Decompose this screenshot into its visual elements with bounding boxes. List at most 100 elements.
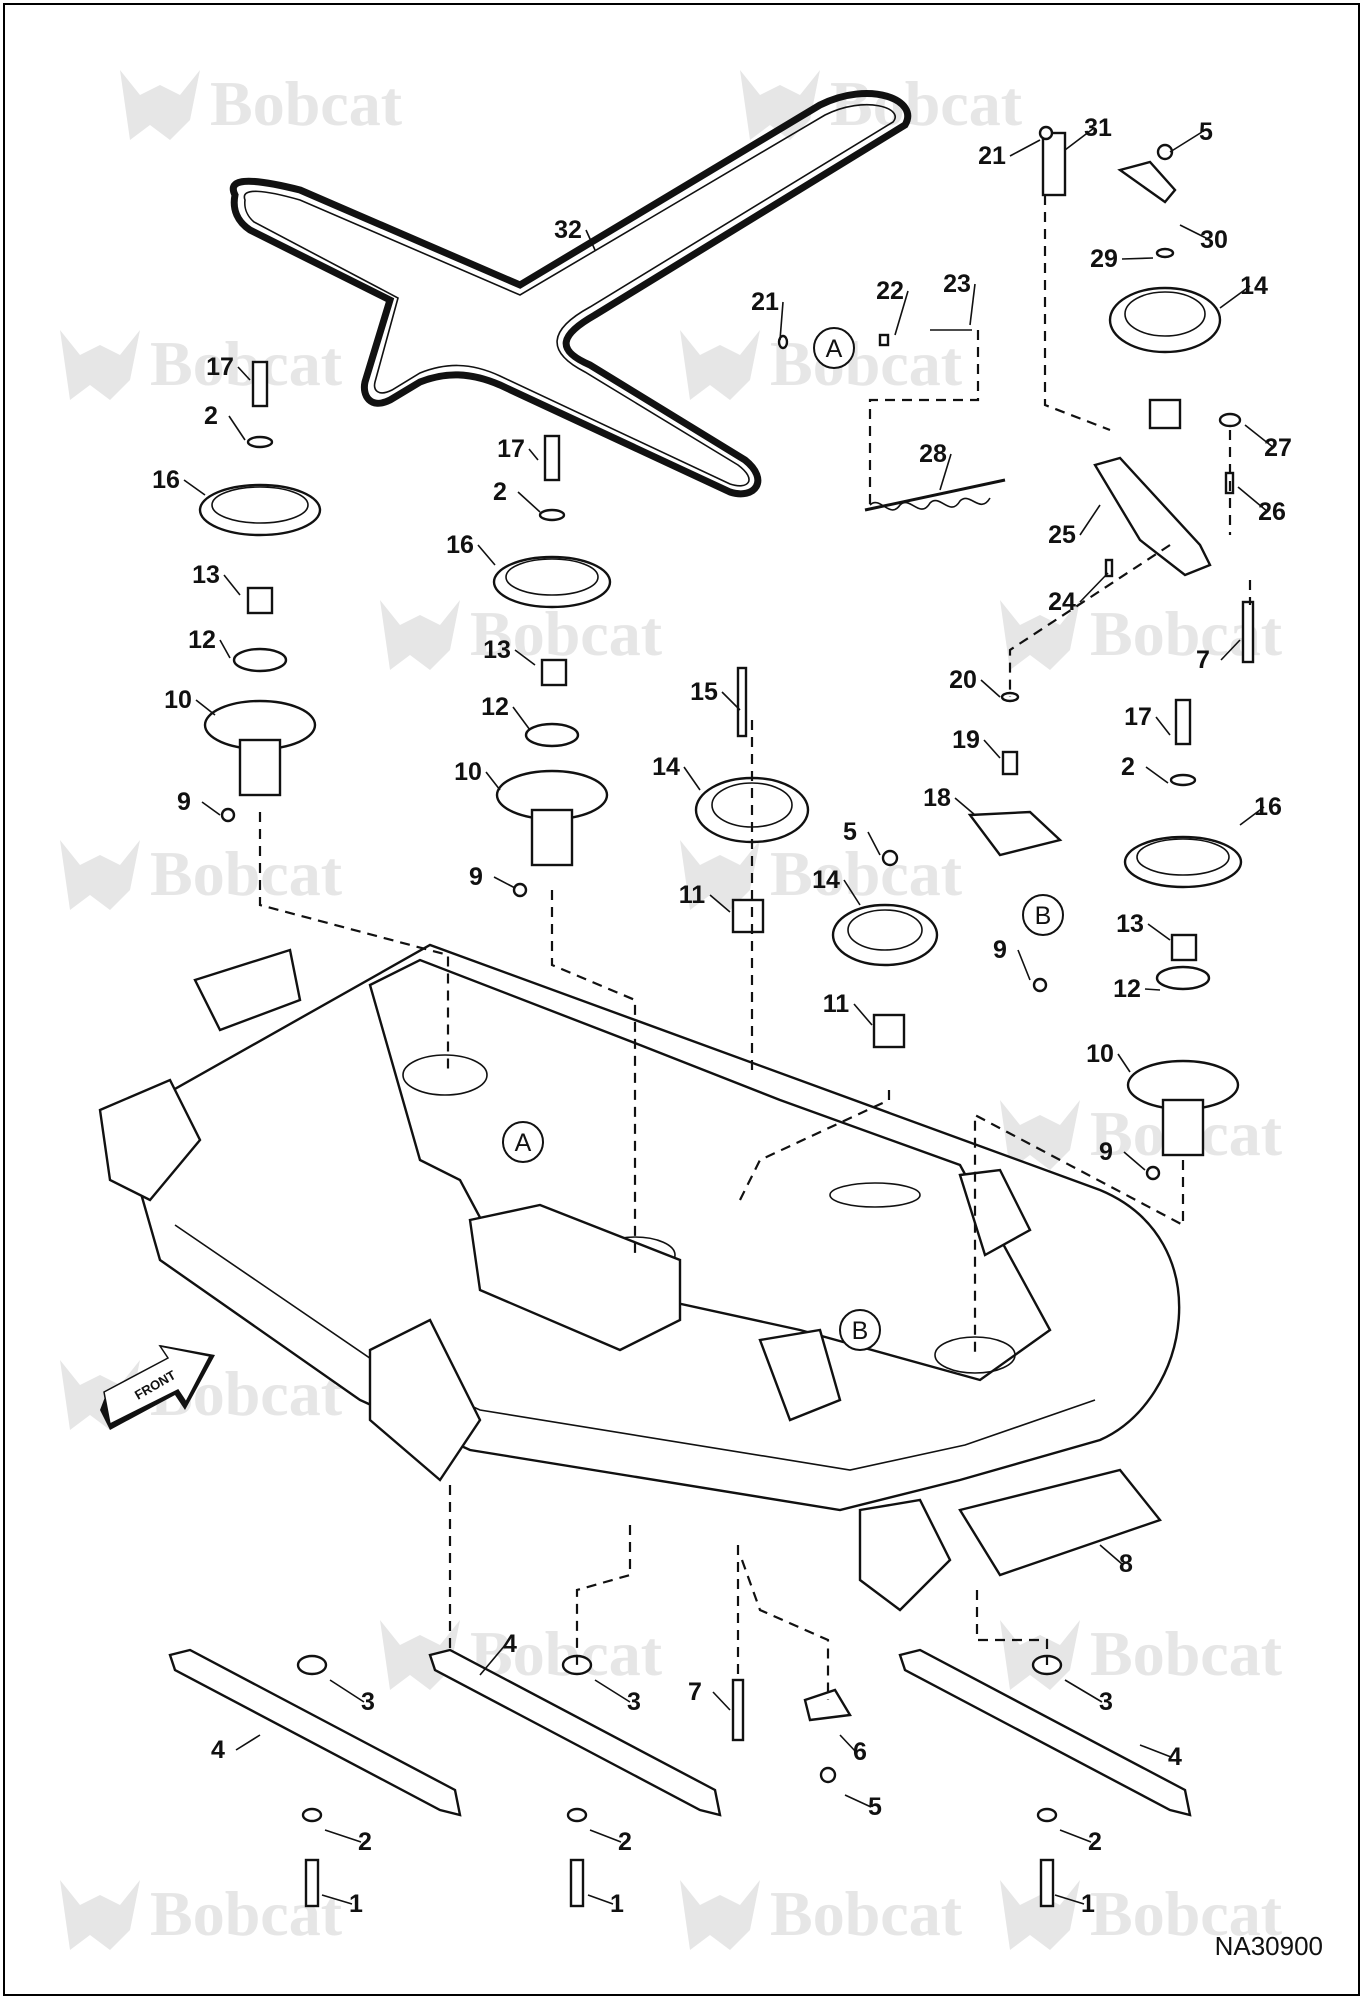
part-callout-c7b: 7 bbox=[688, 1678, 731, 1711]
callout-leader bbox=[1117, 1053, 1131, 1073]
part-number-label: 5 bbox=[1199, 118, 1213, 146]
part-number-label: 1 bbox=[1081, 1890, 1095, 1918]
brand-watermark-text: Bobcat bbox=[210, 68, 403, 139]
part-number-label: 15 bbox=[690, 678, 718, 706]
watermark-0: Bobcat bbox=[120, 68, 403, 140]
part-callout-c9c: 9 bbox=[993, 936, 1031, 981]
part-number-label: 16 bbox=[1254, 793, 1282, 821]
bobcat-logo-watermark bbox=[1000, 1620, 1080, 1690]
part-number-label: 3 bbox=[1099, 1688, 1113, 1716]
callout-leader bbox=[1239, 806, 1265, 826]
part-callout-c2d: 2 bbox=[324, 1828, 372, 1856]
part-number-label: 14 bbox=[652, 753, 680, 781]
part-number-label: 2 bbox=[358, 1828, 372, 1856]
callout-leader bbox=[237, 366, 251, 381]
callout-leader bbox=[1123, 1151, 1146, 1171]
front-direction-arrow: FRONT bbox=[100, 1344, 215, 1430]
callout-leader bbox=[587, 1894, 614, 1905]
callout-leader bbox=[589, 1829, 622, 1843]
part-callout-c8: 8 bbox=[1099, 1544, 1133, 1578]
part-callout-c16c: 16 bbox=[1239, 793, 1282, 826]
part-number-label: 10 bbox=[1086, 1040, 1114, 1068]
blades-and-hardware bbox=[168, 1648, 1192, 1908]
callout-leader bbox=[1144, 988, 1161, 991]
part-number-label: 16 bbox=[446, 531, 474, 559]
part-number-label: 30 bbox=[1200, 226, 1228, 254]
part-number-label: 9 bbox=[1099, 1138, 1113, 1166]
part-number-label: 7 bbox=[1196, 646, 1210, 674]
part-callout-c13c: 13 bbox=[1116, 910, 1171, 941]
part-number-label: 8 bbox=[1119, 1550, 1133, 1578]
part-callout-c1a: 1 bbox=[321, 1890, 363, 1918]
part-number-label: 6 bbox=[853, 1738, 867, 1766]
part-number-label: 11 bbox=[679, 881, 706, 909]
callout-a-deck: A bbox=[515, 1129, 532, 1157]
part-number-label: 14 bbox=[1240, 272, 1268, 300]
callout-leader bbox=[1059, 1829, 1092, 1843]
part-callout-c2c: 2 bbox=[1121, 753, 1169, 784]
callout-leader bbox=[844, 1794, 872, 1808]
callout-leader bbox=[223, 574, 241, 596]
part-callout-c2a: 2 bbox=[204, 402, 246, 441]
callout-leader bbox=[839, 1734, 857, 1753]
part-number-label: 5 bbox=[868, 1793, 882, 1821]
part-callout-c19: 19 bbox=[952, 726, 1001, 759]
drive-belt-inner bbox=[243, 103, 896, 487]
part-number-label: 2 bbox=[493, 478, 507, 506]
drive-belt bbox=[229, 90, 911, 498]
callout-leader bbox=[939, 453, 952, 491]
part-number-label: 24 bbox=[1048, 588, 1076, 616]
part-number-label: 5 bbox=[843, 818, 857, 846]
callout-leader bbox=[1237, 486, 1269, 513]
part-callout-c2f: 2 bbox=[1059, 1828, 1102, 1856]
part-callout-c11a: 11 bbox=[679, 881, 731, 913]
part-callout-c17c: 17 bbox=[1124, 703, 1171, 736]
part-number-label: 19 bbox=[952, 726, 980, 754]
part-callout-c3c: 3 bbox=[1064, 1679, 1113, 1716]
bobcat-logo-watermark bbox=[680, 330, 760, 400]
part-number-label: 26 bbox=[1258, 498, 1286, 526]
part-number-label: 11 bbox=[823, 990, 850, 1018]
part-number-label: 7 bbox=[688, 1678, 702, 1706]
part-number-label: 17 bbox=[497, 435, 525, 463]
part-callout-c14c: 14 bbox=[812, 866, 861, 906]
part-callout-c9d: 9 bbox=[1099, 1138, 1146, 1171]
part-number-label: 31 bbox=[1084, 114, 1112, 142]
watermark-1: Bobcat bbox=[740, 68, 1023, 140]
bobcat-logo-watermark bbox=[740, 70, 820, 140]
callout-leader bbox=[183, 479, 206, 496]
watermark-15: Bobcat bbox=[680, 1878, 963, 1950]
brand-watermark-text: Bobcat bbox=[470, 598, 663, 669]
part-number-label: 17 bbox=[1124, 703, 1152, 731]
callout-leader bbox=[477, 544, 496, 566]
callout-leader bbox=[980, 679, 1001, 698]
callout-leader bbox=[867, 831, 881, 856]
part-callout-c23: 23 bbox=[943, 270, 976, 326]
part-number-label: 3 bbox=[361, 1688, 375, 1716]
callout-b-top: B bbox=[1035, 902, 1052, 930]
callout-leader bbox=[683, 766, 701, 791]
part-callout-c4b: 4 bbox=[479, 1630, 517, 1676]
part-number-label: 12 bbox=[1113, 975, 1141, 1003]
part-number-label: 27 bbox=[1264, 434, 1292, 462]
callout-leader bbox=[969, 283, 976, 326]
callout-leader bbox=[712, 1691, 731, 1711]
callout-leader bbox=[1220, 639, 1241, 661]
watermark-12: Bobcat bbox=[380, 1618, 663, 1690]
part-callout-c16a: 16 bbox=[152, 466, 206, 496]
part-callout-c17b: 17 bbox=[497, 435, 539, 463]
callout-leader bbox=[1009, 139, 1041, 157]
watermark-3: Bobcat bbox=[680, 328, 963, 400]
part-callout-c20: 20 bbox=[949, 666, 1001, 698]
part-callout-c5c: 5 bbox=[844, 1793, 882, 1821]
callout-leader bbox=[954, 797, 976, 816]
watermark-16: Bobcat bbox=[1000, 1878, 1283, 1950]
part-callout-c12c: 12 bbox=[1113, 975, 1161, 1003]
part-callout-c10c: 10 bbox=[1086, 1040, 1131, 1073]
part-number-label: 21 bbox=[751, 288, 779, 316]
callout-leader bbox=[1139, 1744, 1172, 1758]
part-number-label: 13 bbox=[1116, 910, 1144, 938]
part-callout-c5a: 5 bbox=[1169, 118, 1213, 153]
